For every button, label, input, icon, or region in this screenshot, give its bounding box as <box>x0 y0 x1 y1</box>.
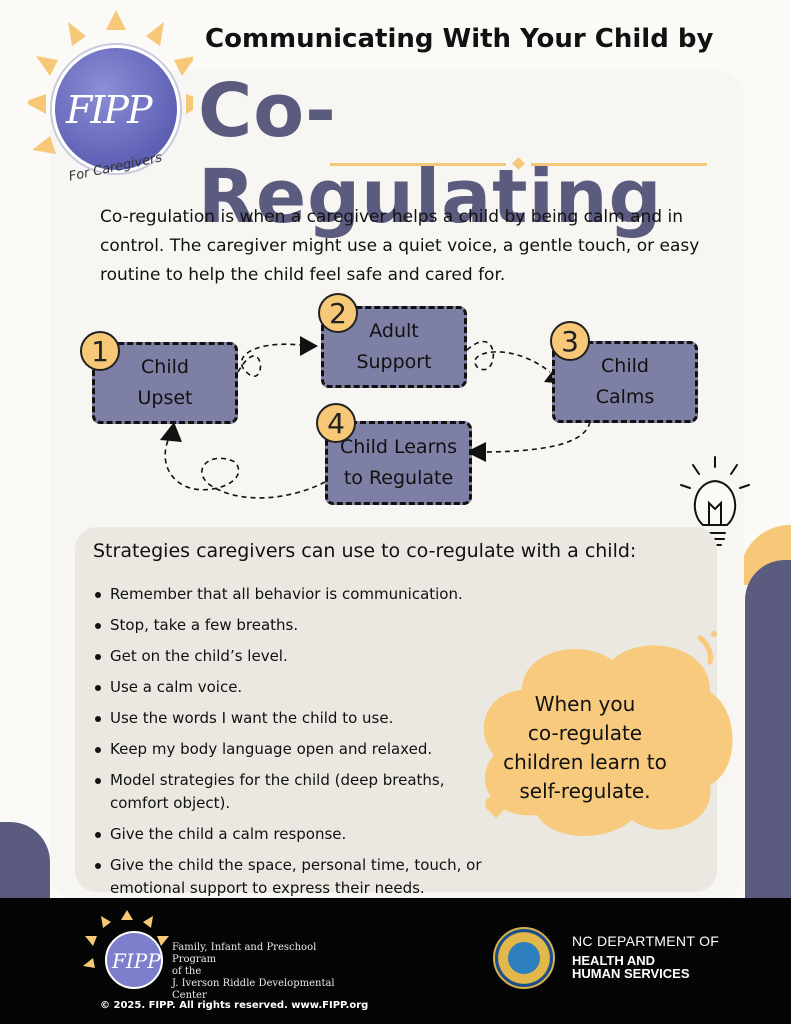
strategies-title: Strategies caregivers can use to co-regu… <box>93 540 637 562</box>
node-label-line1: Child <box>141 356 189 378</box>
list-item: Give the child a calm response. <box>93 823 493 846</box>
list-item: Keep my body language open and relaxed. <box>93 738 493 761</box>
title-divider-right <box>531 163 707 166</box>
callout-line: When you <box>534 692 636 716</box>
node-label-line2: Upset <box>137 387 193 409</box>
footer-org-name: Family, Infant and Preschool Program of … <box>172 942 362 1002</box>
dept-line: HEALTH AND <box>572 953 656 968</box>
step-badge-4: 4 <box>316 403 356 443</box>
callout-cloud <box>483 631 733 836</box>
dept-subname: HEALTH AND HUMAN SERVICES <box>572 954 690 980</box>
connector-3-4 <box>479 421 591 453</box>
callout-line: self-regulate. <box>519 779 651 803</box>
list-item: Give the child the space, personal time,… <box>93 854 493 900</box>
connector-4-1 <box>164 435 326 499</box>
page-subtitle: Communicating With Your Child by <box>205 24 714 54</box>
arrowhead-2 <box>300 336 318 356</box>
navy-decoration-right <box>745 560 791 905</box>
node-label-line1: Adult <box>369 320 419 342</box>
list-item: Get on the child’s level. <box>93 645 493 668</box>
callout-text: When you co-regulate children learn to s… <box>500 690 670 806</box>
arrowhead-4 <box>466 442 486 462</box>
node-label-line1: Child Learns <box>340 436 457 458</box>
node-label-line2: to Regulate <box>343 467 454 489</box>
connector-2-3 <box>466 340 551 373</box>
logo-badge <box>52 45 180 173</box>
fipp-logo: FIPP For Caregivers <box>28 10 193 185</box>
dept-name: NC DEPARTMENT OF <box>572 933 720 949</box>
list-item: Stop, take a few breaths. <box>93 614 493 637</box>
footer-fipp-logo: FIPP <box>83 910 169 989</box>
org-line: of the <box>172 966 202 977</box>
intro-paragraph: Co-regulation is when a caregiver helps … <box>100 207 700 285</box>
arrowhead-1 <box>160 422 182 442</box>
list-item: Model strategies for the child (deep bre… <box>93 769 493 815</box>
org-line: J. Iverson Riddle Developmental Center <box>172 978 335 1001</box>
step-badge-2: 2 <box>318 293 358 333</box>
nc-state-seal <box>493 927 555 989</box>
navy-decoration-left <box>0 822 50 912</box>
step-badge-3: 3 <box>550 321 590 361</box>
node-label-line2: Support <box>356 351 432 373</box>
footer-logo-text: FIPP <box>111 949 161 973</box>
node-label-line1: Child <box>601 355 649 377</box>
node-label-line2: Calms <box>595 386 655 408</box>
logo-text: FIPP <box>66 88 153 132</box>
step-badge-1: 1 <box>80 331 120 371</box>
org-line: Family, Infant and Preschool Program <box>172 942 317 965</box>
list-item: Use a calm voice. <box>93 676 493 699</box>
strategies-list: Remember that all behavior is communicat… <box>93 583 493 908</box>
title-divider-left <box>330 163 506 166</box>
list-item: Remember that all behavior is communicat… <box>93 583 493 606</box>
connector-1-2 <box>237 343 301 378</box>
copyright-text: © 2025. FIPP. All rights reserved. www.F… <box>100 1000 369 1011</box>
sun-icon <box>28 10 193 154</box>
list-item: Use the words I want the child to use. <box>93 707 493 730</box>
callout-line: children learn to <box>503 750 667 774</box>
dept-line: HUMAN SERVICES <box>572 966 690 981</box>
page-title: Co-Regulating <box>198 68 663 240</box>
callout-line: co-regulate <box>527 721 643 745</box>
